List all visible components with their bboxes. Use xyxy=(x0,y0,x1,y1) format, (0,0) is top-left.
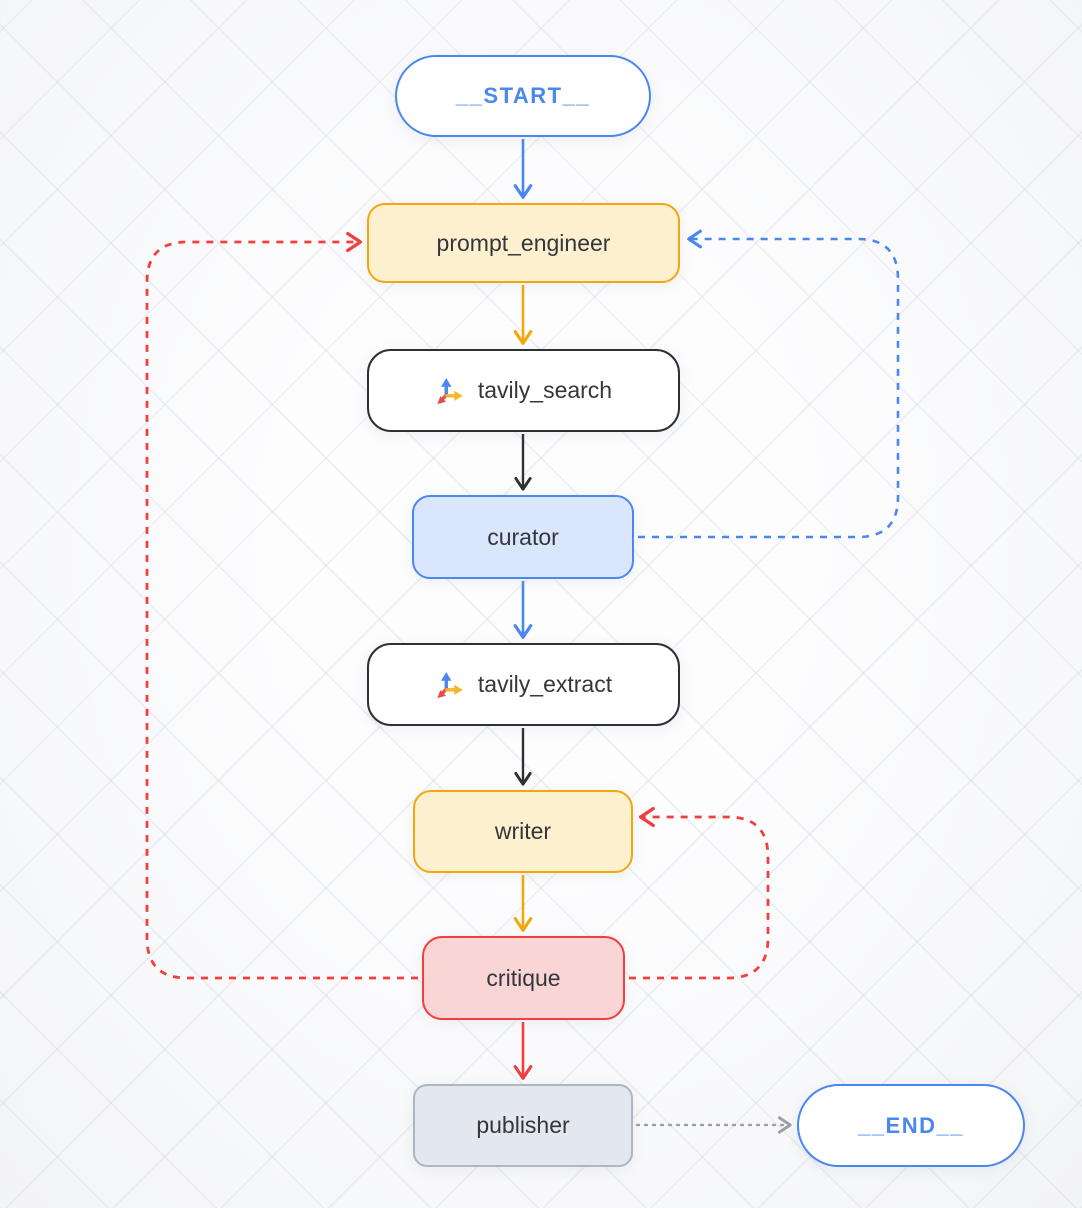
node-writer: writer xyxy=(413,790,633,873)
node-prompt-engineer-label: prompt_engineer xyxy=(436,229,611,256)
node-critique-label: critique xyxy=(486,964,561,991)
node-prompt-engineer: prompt_engineer xyxy=(367,203,680,283)
node-start-label: __START__ xyxy=(455,83,591,108)
node-curator: curator xyxy=(412,495,634,579)
node-start: __START__ xyxy=(395,55,651,137)
tavily-icon xyxy=(435,670,465,700)
node-curator-label: curator xyxy=(487,523,559,550)
node-end-label: __END__ xyxy=(858,1112,964,1138)
node-critique: critique xyxy=(422,936,625,1020)
node-writer-label: writer xyxy=(494,818,552,844)
node-tavily-extract-label: tavily_extract xyxy=(477,671,613,697)
node-publisher-label: publisher xyxy=(476,1112,570,1138)
node-end: __END__ xyxy=(797,1084,1025,1167)
node-tavily-extract: tavily_extract xyxy=(367,643,680,726)
edge-critique-to-prompt-engineer xyxy=(145,231,418,980)
node-publisher: publisher xyxy=(413,1084,633,1167)
edge-critique-to-writer xyxy=(629,806,770,980)
edge-curator-to-prompt-engineer xyxy=(638,229,900,539)
tavily-icon xyxy=(435,376,465,406)
node-tavily-search-label: tavily_search xyxy=(477,377,613,403)
node-tavily-search: tavily_search xyxy=(367,349,680,432)
